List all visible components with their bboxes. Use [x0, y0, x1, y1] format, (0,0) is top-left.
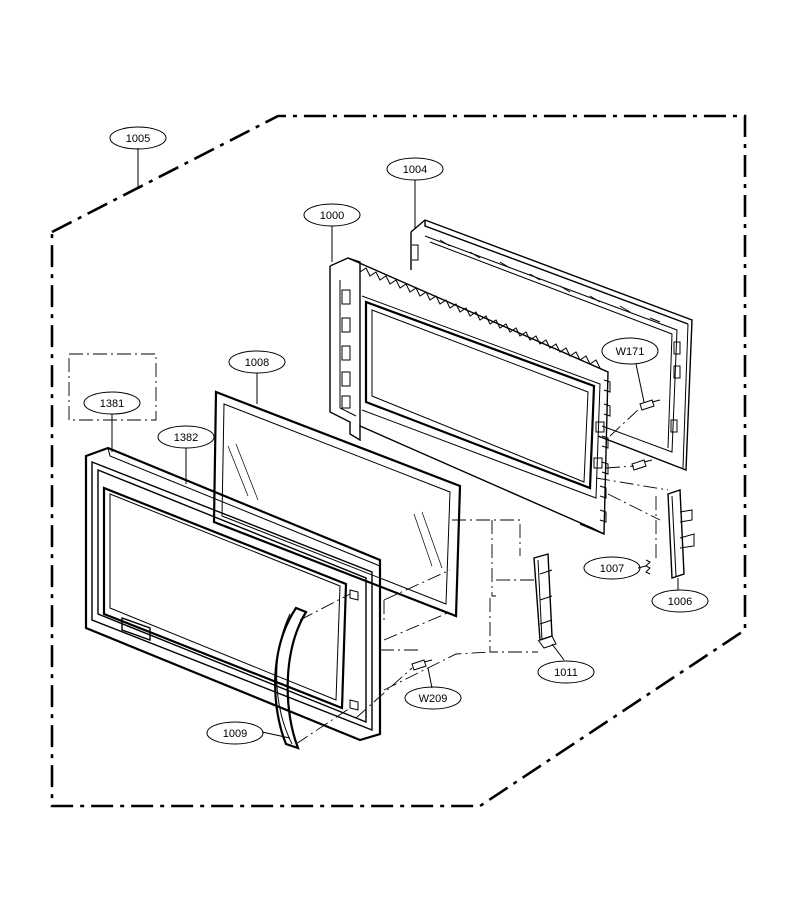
callout-1381: 1381 [83, 391, 141, 415]
callout-W209: W209 [404, 686, 462, 710]
callout-1009: 1009 [206, 721, 264, 745]
callout-1006-label: 1006 [668, 596, 692, 608]
callout-1381-label: 1381 [100, 398, 124, 410]
callout-1005-label: 1005 [126, 133, 150, 145]
assembly-boundary [50, 114, 747, 808]
callout-1007-label: 1007 [600, 563, 624, 575]
assembly-guide-lines [295, 407, 669, 745]
part-1007-spring [645, 559, 651, 575]
part-1006-hook [667, 489, 695, 579]
leader-lines [111, 148, 679, 739]
part-1008-glass [212, 390, 462, 618]
callout-1009-label: 1009 [223, 728, 247, 740]
callout-1004-label: 1004 [403, 164, 427, 176]
callout-1000-label: 1000 [320, 210, 344, 222]
part-1009-handle [274, 606, 308, 750]
callout-1011-label: 1011 [554, 667, 578, 679]
callout-1004: 1004 [386, 157, 444, 181]
part-W171-screws [631, 399, 661, 471]
part-1000-door-panel [329, 257, 611, 536]
part-1011-latch [533, 553, 557, 649]
part-W209-screw [411, 659, 433, 671]
callout-1382-label: 1382 [174, 432, 198, 444]
callout-1006: 1006 [651, 589, 709, 613]
part-1381-boundary [68, 353, 157, 421]
callout-W209-label: W209 [419, 693, 448, 705]
callout-W171-label: W171 [616, 346, 645, 358]
part-1382-door-frame [84, 446, 382, 742]
callout-1008: 1008 [228, 350, 286, 374]
callout-1008-label: 1008 [245, 357, 269, 369]
callout-1000: 1000 [303, 203, 361, 227]
part-1004-frame [410, 219, 693, 472]
callout-1005: 1005 [109, 126, 167, 150]
callout-1382: 1382 [157, 425, 215, 449]
callout-W171: W171 [601, 337, 659, 365]
callout-1011: 1011 [537, 660, 595, 684]
callout-1007: 1007 [583, 556, 641, 580]
